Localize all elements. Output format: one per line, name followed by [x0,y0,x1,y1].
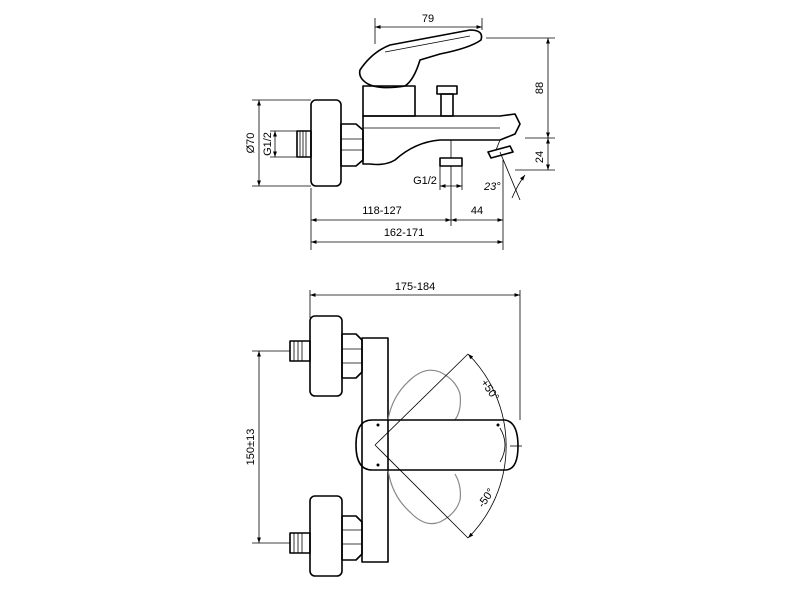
thread-left: G1/2 [262,132,274,156]
mixer-body [362,113,521,166]
dim-162-171: 162-171 [384,227,424,239]
dim-24: 24 [534,151,546,163]
side-view [296,29,521,187]
dim-44: 44 [471,205,483,217]
dim-diameter: Ø70 [245,133,257,154]
angle-23: 23° [483,181,501,193]
lever-front [355,419,519,471]
front-body [361,337,389,563]
angle-minus-50: -50° [476,487,497,511]
side-dimensions: 79 88 24 23° Ø70 G1/2 G1/2 118-1 [245,13,555,250]
hex-nut [340,123,364,167]
inlet-stub [296,130,312,158]
lever-handle [358,29,483,89]
lever-ghost-down [387,469,462,525]
upper-rosette [309,315,343,397]
wall-rosette [310,99,342,187]
aerator [487,145,514,159]
dim-175-184: 175-184 [395,281,435,293]
dim-79: 79 [422,13,434,25]
dim-88: 88 [534,82,546,94]
angle-arc [467,353,507,539]
outlet-nut [439,157,463,167]
diverter-knob [440,93,454,117]
lower-rosette [309,495,343,577]
front-dimensions: 175-184 150±13 +50° -50° [245,281,522,544]
dim-118-127: 118-127 [362,205,402,217]
lever-ghost-up [387,369,462,421]
cartridge-collar [362,85,416,117]
front-view [289,315,519,577]
thread-bottom: G1/2 [413,175,437,187]
dim-150-13: 150±13 [245,429,257,466]
